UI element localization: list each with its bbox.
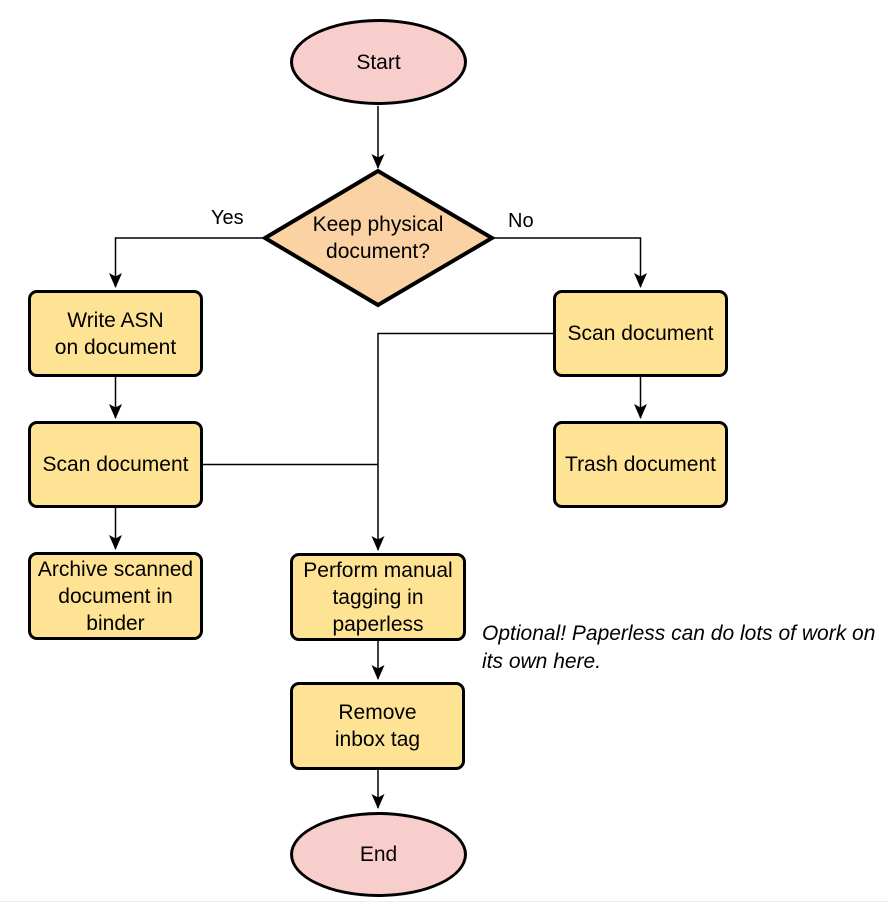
node-archive-binder-label: Archive scanned document in binder: [37, 557, 194, 635]
node-decision-label: Keep physical document?: [312, 213, 444, 263]
optional-note: Optional! Paperless can do lots of work …: [482, 622, 876, 673]
node-scan-document-left-label: Scan document: [42, 453, 189, 476]
node-end: End: [290, 812, 467, 897]
page-divider: [0, 901, 888, 902]
node-start-label: Start: [356, 50, 401, 74]
node-write-asn-label: Write ASN on document: [54, 308, 177, 359]
node-start: Start: [290, 19, 467, 105]
node-scan-document-right-label: Scan document: [567, 322, 714, 345]
edge-label-yes: Yes: [211, 207, 244, 229]
node-scan-document-left: Scan document: [28, 421, 203, 508]
node-trash-document: Trash document: [553, 421, 728, 508]
node-archive-binder: Archive scanned document in binder: [28, 552, 203, 640]
node-remove-inbox-tag: Remove inbox tag: [290, 682, 465, 770]
edge-label-no: No: [508, 210, 534, 232]
node-write-asn: Write ASN on document: [28, 290, 203, 377]
node-scan-document-right: Scan document: [553, 290, 728, 377]
node-end-label: End: [359, 843, 398, 866]
node-manual-tagging-label: Perform manual tagging in paperless: [303, 558, 453, 636]
edge-decision-yes-to-write-asn: [109, 237, 265, 288]
edge-decision-no-to-scan-right: [492, 237, 647, 288]
node-remove-inbox-tag-label: Remove inbox tag: [334, 701, 421, 751]
decision-diamond: [261, 168, 496, 308]
node-trash-document-label: Trash document: [565, 453, 716, 476]
edge-scan-right-to-tagging: [371, 332, 553, 551]
node-manual-tagging: Perform manual tagging in paperless: [290, 553, 466, 641]
